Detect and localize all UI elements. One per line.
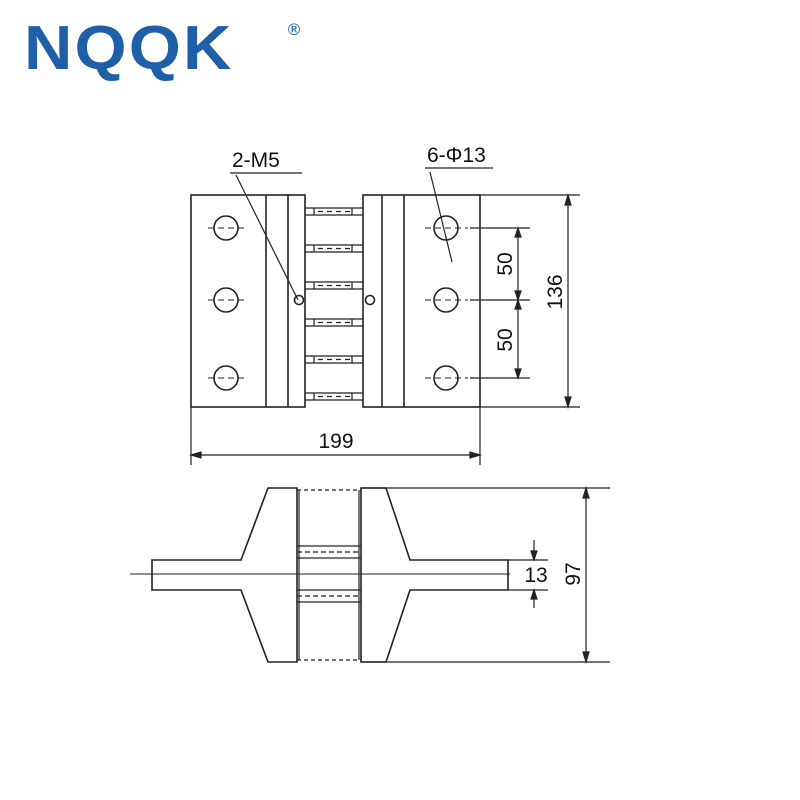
m5-screw-hole-left xyxy=(293,294,305,306)
label-leaders xyxy=(230,167,493,301)
brand-logo: NQQK ® xyxy=(24,14,302,84)
dimension-width xyxy=(188,407,483,465)
dimension-thickness xyxy=(508,540,548,608)
label-pitch-upper: 50 xyxy=(494,252,517,275)
brand-logo-text: NQQK xyxy=(24,14,234,83)
mounting-holes-right xyxy=(425,215,468,391)
m5-screw-hole-right xyxy=(364,294,376,306)
mounting-holes-left xyxy=(208,215,246,391)
right-terminal-block xyxy=(362,194,481,408)
dimension-height-side xyxy=(361,485,610,665)
left-terminal-profile xyxy=(151,487,298,663)
registered-mark: ® xyxy=(286,20,302,39)
label-width: 199 xyxy=(318,430,353,453)
resistance-strips xyxy=(304,207,364,401)
label-height-side: 97 xyxy=(562,562,585,585)
label-hole-count: 6-Φ13 xyxy=(427,144,486,167)
top-view xyxy=(188,167,580,465)
dimension-height-top xyxy=(480,192,580,410)
label-thickness: 13 xyxy=(524,564,547,587)
label-height-top: 136 xyxy=(544,274,567,309)
right-terminal-profile xyxy=(360,487,509,663)
left-terminal-block xyxy=(190,194,306,408)
label-pitch-lower: 50 xyxy=(494,328,517,351)
resistance-body xyxy=(297,489,361,661)
side-view xyxy=(130,485,610,665)
label-screw-count: 2-M5 xyxy=(232,149,280,172)
dimension-pitch xyxy=(470,226,530,380)
